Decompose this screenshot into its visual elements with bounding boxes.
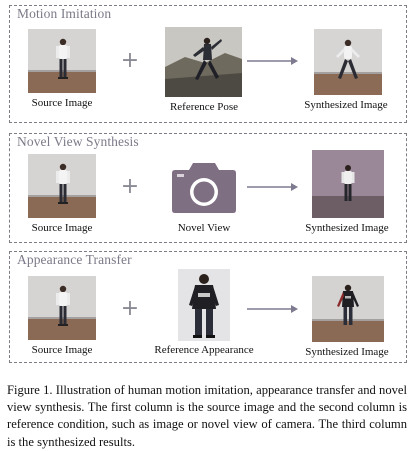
arrow-right-icon (247, 303, 299, 315)
reference-pose-thumbnail (165, 27, 242, 97)
panel-title: Motion Imitation (17, 6, 112, 21)
synthesized-image-thumbnail (312, 276, 384, 342)
panel-title: Appearance Transfer (17, 252, 132, 267)
arrow-right-icon (247, 55, 299, 67)
arrow-right-icon (247, 181, 299, 193)
source-image-thumbnail (28, 276, 96, 340)
source-image-label: Source Image (31, 222, 93, 234)
synthesized-image-thumbnail (312, 150, 384, 218)
synthesized-image-thumbnail (314, 29, 382, 95)
figure-caption: Figure 1. Illustration of human motion i… (7, 383, 407, 449)
plus-icon: + (120, 174, 140, 199)
panel-appearance-transfer: Appearance Transfer (9, 251, 407, 363)
plus-icon: + (120, 48, 140, 73)
panel-novel-view-synthesis: Novel View Synthesis (9, 133, 407, 243)
reference-appearance-thumbnail (178, 269, 230, 341)
source-image-label: Source Image (31, 344, 93, 356)
panel-title: Novel View Synthesis (17, 134, 139, 149)
synthesized-image-label: Synthesized Image (305, 222, 389, 234)
plus-icon: + (120, 296, 140, 321)
novel-view-label: Novel View (177, 222, 231, 234)
source-image-label: Source Image (31, 97, 93, 109)
reference-pose-label: Reference Pose (169, 101, 239, 113)
panel-motion-imitation: Motion Imitation (9, 5, 407, 123)
source-image-thumbnail (28, 154, 96, 218)
reference-appearance-label: Reference Appearance (154, 344, 254, 356)
synthesized-image-label: Synthesized Image (304, 99, 388, 111)
camera-icon (171, 161, 237, 213)
synthesized-image-label: Synthesized Image (305, 346, 389, 358)
source-image-thumbnail (28, 29, 96, 93)
